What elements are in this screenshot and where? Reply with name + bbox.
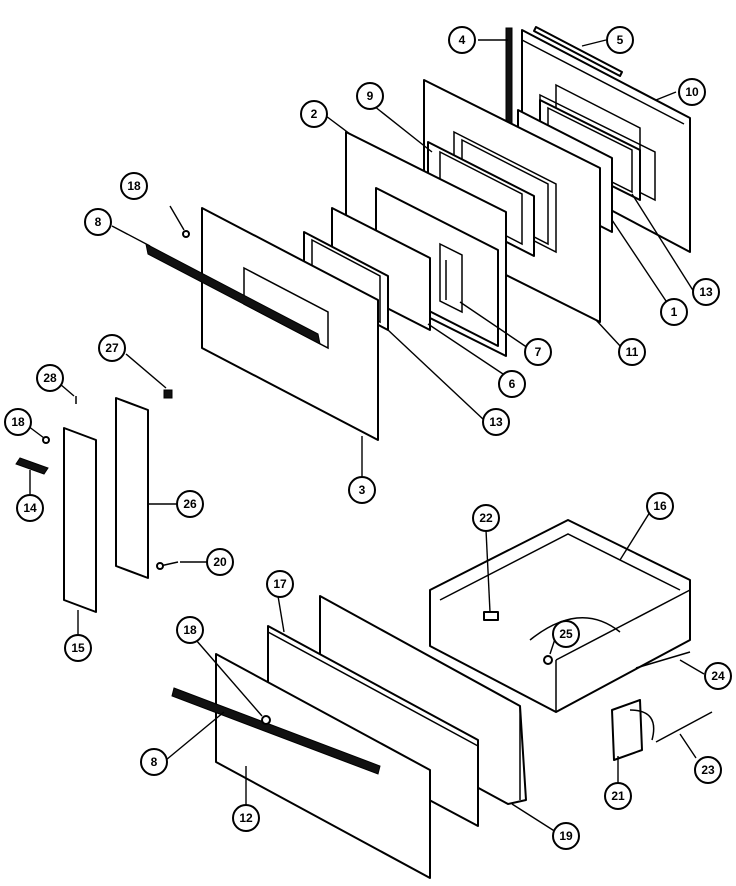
callout-24-label: 24 (711, 669, 725, 683)
callout-5: 5 (606, 26, 634, 54)
callout-14-label: 14 (23, 501, 37, 515)
part-5-top-trim (533, 26, 623, 77)
callout-1-label: 1 (671, 305, 678, 319)
callout-11-label: 11 (626, 345, 639, 359)
part-8-handle-upper (145, 243, 321, 345)
callout-27-label: 27 (105, 341, 119, 355)
callout-24: 24 (704, 662, 732, 690)
part-23-rod (655, 711, 713, 743)
callout-17-label: 17 (273, 577, 287, 591)
part-15-side-trim (63, 427, 97, 613)
callout-4: 4 (448, 26, 476, 54)
callout-27: 27 (98, 334, 126, 362)
part-18-screw-side (42, 436, 50, 444)
callout-18-upper: 18 (120, 172, 148, 200)
callout-17: 17 (266, 570, 294, 598)
callout-7: 7 (524, 338, 552, 366)
callout-18-lower-label: 18 (183, 623, 197, 637)
callout-11: 11 (618, 338, 646, 366)
callout-23-label: 23 (701, 763, 715, 777)
callout-23: 23 (694, 756, 722, 784)
callout-8-lower-label: 8 (151, 755, 158, 769)
part-14-grille (15, 457, 49, 475)
callout-13-upper-label: 13 (699, 285, 713, 299)
callout-28: 28 (36, 364, 64, 392)
part-12-drawer-front-panel (215, 653, 431, 879)
callout-19-label: 19 (559, 829, 573, 843)
callout-2-label: 2 (311, 107, 318, 121)
part-20-screw (156, 561, 179, 570)
part-26-side-trim (115, 397, 149, 579)
callout-13-lower: 13 (482, 408, 510, 436)
callout-13-upper: 13 (692, 278, 720, 306)
callout-26: 26 (176, 490, 204, 518)
callout-3-label: 3 (359, 483, 366, 497)
callout-25-label: 25 (559, 627, 573, 641)
callout-4-label: 4 (459, 33, 466, 47)
callout-10-label: 10 (685, 85, 699, 99)
callout-12: 12 (232, 804, 260, 832)
part-21-bracket (611, 699, 655, 761)
callout-1: 1 (660, 298, 688, 326)
callout-19: 19 (552, 822, 580, 850)
callout-25: 25 (552, 620, 580, 648)
part-4-side-strip (505, 27, 513, 133)
callout-15-label: 15 (71, 641, 85, 655)
callout-21-label: 21 (611, 789, 625, 803)
callout-18-side: 18 (4, 408, 32, 436)
callout-16-label: 16 (653, 499, 667, 513)
part-16-drawer-body (429, 519, 691, 713)
callout-14: 14 (16, 494, 44, 522)
callout-12-label: 12 (239, 811, 253, 825)
callout-5-label: 5 (617, 33, 624, 47)
callout-13-lower-label: 13 (489, 415, 503, 429)
callout-18-side-label: 18 (11, 415, 25, 429)
callout-16: 16 (646, 492, 674, 520)
callout-20: 20 (206, 548, 234, 576)
callout-6-label: 6 (509, 377, 516, 391)
callout-9-label: 9 (367, 89, 374, 103)
part-18-screw-upper (182, 230, 190, 238)
callout-7-label: 7 (535, 345, 542, 359)
part-18-screw-lower (261, 715, 271, 725)
callout-22-label: 22 (479, 511, 493, 525)
part-22-bracket (483, 611, 499, 621)
callout-18-upper-label: 18 (127, 179, 141, 193)
callout-6: 6 (498, 370, 526, 398)
leader-lines (27, 39, 705, 833)
part-25-nut (543, 655, 553, 665)
part-8-handle-lower (171, 687, 381, 775)
callout-8-upper: 8 (84, 208, 112, 236)
callout-26-label: 26 (183, 497, 197, 511)
callout-20-label: 20 (213, 555, 227, 569)
callout-22: 22 (472, 504, 500, 532)
callout-10: 10 (678, 78, 706, 106)
part-27-clip (163, 389, 173, 399)
callout-8-lower: 8 (140, 748, 168, 776)
part-24-rod (635, 651, 691, 669)
callout-21: 21 (604, 782, 632, 810)
callout-8-upper-label: 8 (95, 215, 102, 229)
callout-2: 2 (300, 100, 328, 128)
callout-18-lower: 18 (176, 616, 204, 644)
callout-3: 3 (348, 476, 376, 504)
callout-9: 9 (356, 82, 384, 110)
callout-28-label: 28 (43, 371, 57, 385)
callout-15: 15 (64, 634, 92, 662)
